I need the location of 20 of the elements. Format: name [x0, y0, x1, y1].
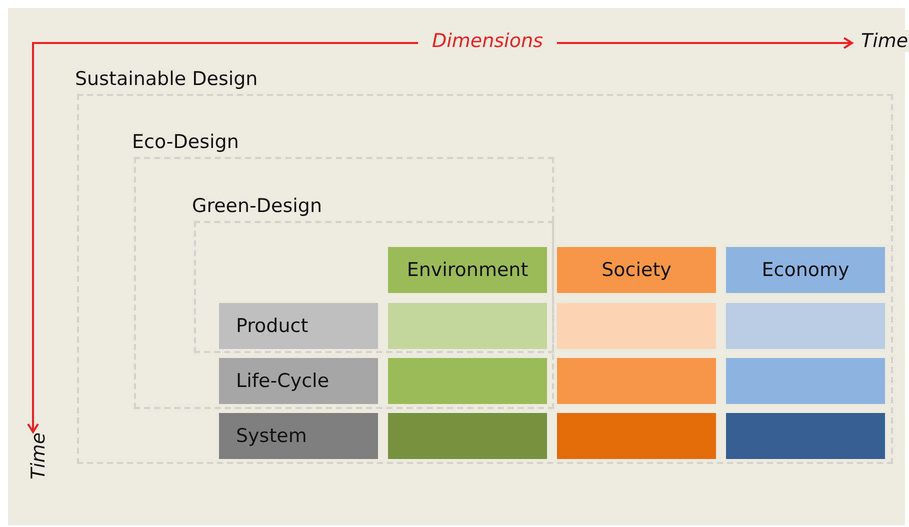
color-block — [726, 358, 885, 404]
color-block — [726, 303, 885, 349]
axis-label: Time — [28, 432, 50, 480]
column-header: Economy — [726, 247, 885, 293]
column-header: Society — [557, 247, 716, 293]
color-block — [388, 303, 547, 349]
row-header: System — [219, 413, 378, 459]
row-header: Life-Cycle — [219, 358, 378, 404]
group-title: Eco-Design — [132, 131, 239, 153]
color-block — [557, 358, 716, 404]
axis-label: Time — [859, 30, 909, 52]
group-title: Sustainable Design — [75, 68, 258, 90]
color-block — [388, 358, 547, 404]
row-header: Product — [219, 303, 378, 349]
color-block — [557, 413, 716, 459]
color-block — [726, 413, 885, 459]
group-title: Green-Design — [192, 195, 322, 217]
column-header: Environment — [388, 247, 547, 293]
color-block — [388, 413, 547, 459]
color-block — [557, 303, 716, 349]
